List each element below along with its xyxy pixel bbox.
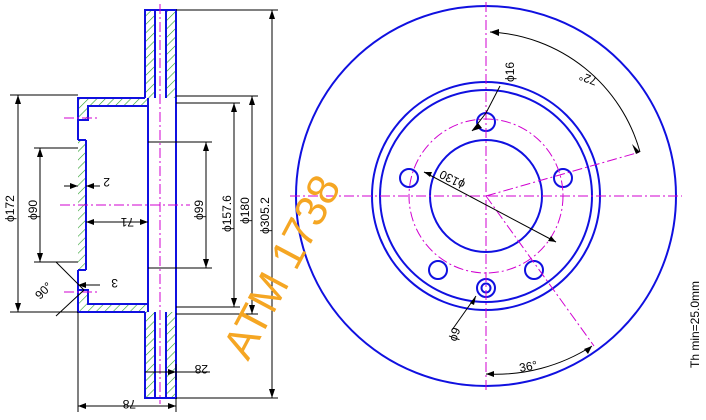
dim-d180: ϕ180 — [238, 197, 252, 224]
dim-pcd-130: ϕ130 — [437, 167, 467, 192]
dim-d305: ϕ305.2 — [258, 197, 272, 234]
dim-d99: ϕ99 — [192, 200, 206, 220]
wheel-bolt-hole-lower-right — [524, 260, 544, 280]
front-view-dimension-lines — [423, 31, 641, 375]
wheel-bolt-hole-left — [399, 168, 419, 188]
dim-width-28: 28 — [194, 362, 208, 376]
dim-angle-72: 72° — [577, 69, 599, 88]
section-hatching — [78, 10, 176, 398]
dim-angle-36: 36° — [518, 358, 539, 375]
wheel-bolt-hole-right — [553, 168, 573, 188]
side-view-arrowheads — [15, 10, 275, 409]
dim-offset-2: 2 — [103, 175, 110, 189]
front-view: ϕ16 72° ϕ130 ϕ9 36° — [290, 2, 682, 392]
dim-d90: ϕ90 — [26, 200, 40, 220]
dim-hole-d16: ϕ16 — [503, 62, 517, 82]
dim-angle-90: 90° — [32, 279, 55, 302]
dim-offset-3: 3 — [111, 276, 118, 290]
front-view-arrowheads — [424, 29, 640, 377]
min-thickness-note: Th min=25.0mm — [688, 281, 702, 368]
side-view-outline — [77, 9, 177, 399]
dim-d172: ϕ172 — [3, 195, 17, 222]
dim-hole-d9: ϕ9 — [446, 325, 464, 343]
dim-offset-71: 71 — [120, 215, 134, 229]
dim-d157: ϕ157.6 — [220, 195, 234, 232]
front-view-center-lines — [290, 2, 682, 392]
dim-width-78: 78 — [122, 397, 136, 411]
side-view-dimension-lines — [10, 9, 278, 412]
wheel-bolt-hole-lower-left — [428, 260, 448, 280]
